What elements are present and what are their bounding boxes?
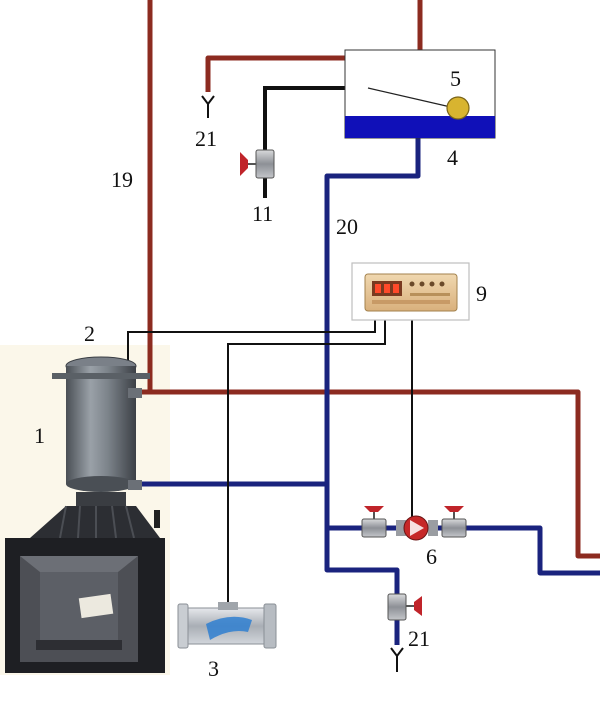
label-1: 1 bbox=[34, 423, 45, 448]
hot-water-pipes bbox=[140, 0, 600, 559]
controller-panel bbox=[351, 262, 470, 321]
pipe-overflow-to-drain bbox=[205, 55, 345, 92]
float-arm bbox=[367, 87, 456, 109]
pipe-supply-main bbox=[140, 389, 600, 559]
circulation-pump[interactable] bbox=[396, 515, 438, 541]
label-21-bottom: 21 bbox=[408, 626, 430, 651]
tank-inlet-nozzle bbox=[128, 480, 142, 490]
label-21-top: 21 bbox=[195, 126, 217, 151]
shutoff-valve-11[interactable] bbox=[240, 149, 275, 179]
shutoff-valve-right[interactable] bbox=[441, 506, 467, 538]
wire-filter bbox=[227, 320, 386, 610]
label-20: 20 bbox=[336, 214, 358, 239]
pipe-11-overflow bbox=[263, 86, 368, 150]
drain-outlet-icon bbox=[390, 647, 404, 672]
valve-body-icon bbox=[387, 593, 407, 621]
label-9: 9 bbox=[476, 281, 487, 306]
valve-handle-icon bbox=[364, 506, 384, 512]
mesh-filter bbox=[177, 602, 277, 649]
label-3: 3 bbox=[208, 656, 219, 681]
label-6: 6 bbox=[426, 544, 437, 569]
label-2: 2 bbox=[84, 321, 95, 346]
controller-button[interactable] bbox=[429, 281, 435, 287]
valve-body-icon bbox=[255, 149, 275, 179]
drain-outlet-bottom bbox=[390, 647, 404, 672]
label-11: 11 bbox=[252, 201, 273, 226]
pipe-20-return-riser bbox=[324, 137, 421, 556]
valve-handle-icon bbox=[414, 596, 422, 616]
label-5: 5 bbox=[450, 66, 461, 91]
pipe-drain-line bbox=[324, 556, 400, 645]
tank-outlet-nozzle bbox=[128, 388, 142, 398]
valve-body-icon bbox=[441, 518, 467, 538]
float-sensor-icon bbox=[446, 96, 470, 120]
drain-outlet-icon bbox=[201, 95, 215, 118]
controller-button[interactable] bbox=[439, 281, 445, 287]
valve-handle-icon bbox=[444, 506, 464, 512]
wire-tank-sensor bbox=[127, 320, 376, 380]
heat-exchanger-tank-icon bbox=[66, 366, 136, 484]
drain-outlet-top bbox=[201, 95, 215, 118]
label-19: 19 bbox=[111, 167, 133, 192]
valve-body-icon bbox=[361, 518, 387, 538]
drain-valve-bottom[interactable] bbox=[387, 593, 422, 621]
label-4: 4 bbox=[447, 145, 458, 170]
shutoff-valve-left[interactable] bbox=[361, 506, 387, 538]
expansion-tank bbox=[344, 49, 496, 139]
signal-wires bbox=[127, 88, 413, 610]
valve-handle-icon bbox=[240, 152, 248, 176]
pump-group bbox=[361, 506, 467, 541]
controller-button[interactable] bbox=[419, 281, 425, 287]
fireplace-insert bbox=[5, 356, 165, 673]
expansion-tank-water bbox=[345, 116, 495, 138]
controller-button[interactable] bbox=[409, 281, 415, 287]
